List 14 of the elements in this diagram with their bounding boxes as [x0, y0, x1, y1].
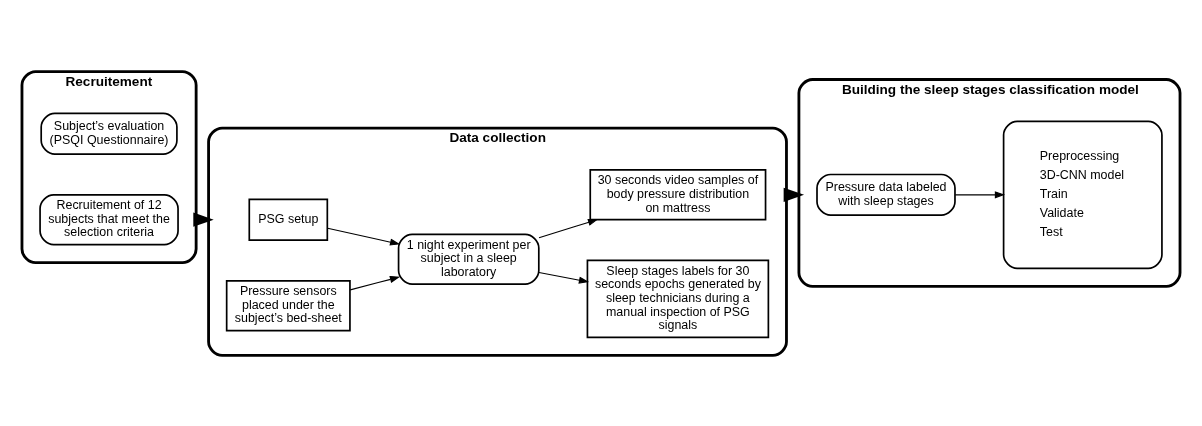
node-box: Pressure data labeled with sleep stages — [816, 173, 956, 216]
node-box: Recruitement of 12 subjects that meet the selection criteria — [39, 193, 179, 245]
node-box: 30 seconds video samples of body pressure distribution on mattress — [589, 168, 767, 221]
node-box: Sleep stages labels for 30 seconds epochs generated by sleep technicians during a manual inspection of PSG signals — [586, 259, 770, 338]
arrow — [954, 190, 1006, 198]
node-box: 1 night experiment per subject in a sleep laboratory — [397, 233, 540, 285]
arrow — [327, 227, 401, 246]
arrow — [538, 218, 599, 238]
arrow — [538, 271, 590, 284]
node-box: Subject’s evaluation (PSQI Questionnaire) — [40, 112, 178, 155]
node-box: Preprocessing 3D-CNN model Train Validate Test — [1002, 120, 1163, 269]
node-box: PSG setup — [248, 198, 329, 241]
node-box: Pressure sensors placed under the subject’s bed-sheet — [225, 279, 351, 331]
arrow — [349, 275, 401, 290]
